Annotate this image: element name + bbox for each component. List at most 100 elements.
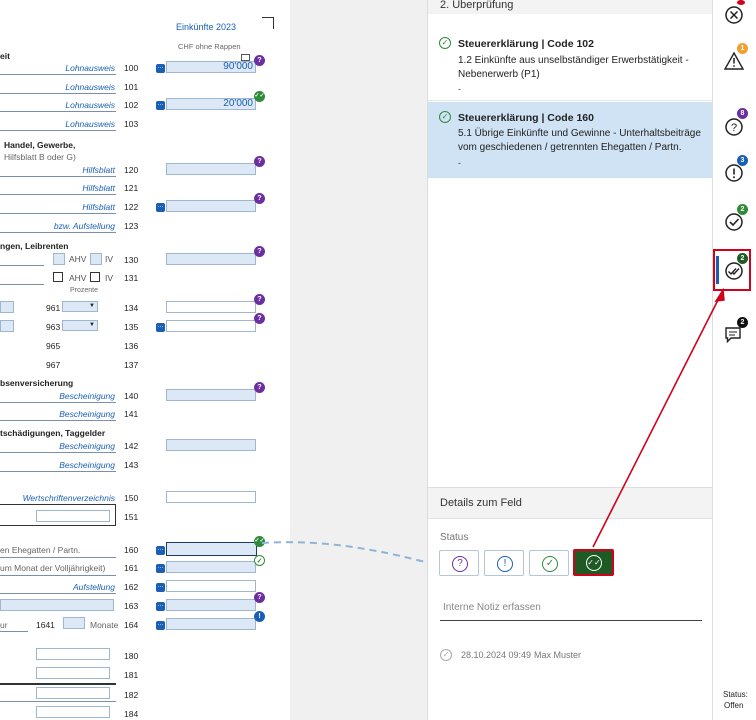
detail-icon-160[interactable]: … (156, 546, 165, 555)
detail-icon-100[interactable]: … (156, 64, 165, 73)
double-check-filter-icon[interactable] (724, 261, 744, 281)
link-bescheinigung-142[interactable]: Bescheinigung (59, 441, 115, 451)
link-hilfsblatt-121[interactable]: Hilfsblatt (82, 183, 115, 193)
dropdown-963[interactable]: ▼ (62, 320, 98, 331)
double-check-icon-102[interactable]: ✓✓ (254, 91, 265, 102)
detail-icon-161[interactable]: … (156, 564, 165, 573)
review-card-102[interactable]: ✓ Steuererklärung | Code 102 1.2 Einkünf… (428, 28, 713, 100)
code-100: 100 (124, 63, 139, 73)
checkbox-iv-131[interactable] (90, 272, 100, 282)
dropdown-961[interactable]: ▼ (62, 301, 98, 312)
link-aufstellung-162[interactable]: Aufstellung (72, 582, 115, 592)
warning-icon[interactable] (723, 51, 745, 71)
months-field-164[interactable] (63, 617, 85, 629)
link-hilfsblatt-120[interactable]: Hilfsblatt (82, 165, 115, 175)
link-wertschriften-150[interactable]: Wertschriftenverzeichnis (22, 493, 115, 503)
code-135: 135 (124, 322, 139, 332)
checkbox-ahv-131[interactable] (53, 272, 63, 282)
field-135[interactable] (166, 320, 256, 332)
status-question-button[interactable]: ? (439, 550, 479, 576)
field-102[interactable]: 20'000 (166, 98, 256, 110)
question-icon-134[interactable]: ? (254, 294, 265, 305)
question-icon-100[interactable]: ? (254, 55, 265, 66)
review-section-title: 2. Überprüfung (428, 0, 713, 14)
link-lohnausweis-101[interactable]: Lohnausweis (65, 82, 115, 92)
comments-icon[interactable] (724, 325, 744, 345)
code-140: 140 (124, 391, 139, 401)
detail-icon-102[interactable]: … (156, 101, 165, 110)
note-input[interactable]: Interne Notiz erfassen (443, 602, 541, 613)
question-icon-130[interactable]: ? (254, 246, 265, 257)
field-left-182[interactable] (36, 687, 110, 699)
close-badge (737, 0, 745, 5)
section-self-employment: Handel, Gewerbe, (4, 140, 76, 150)
field-inner-151[interactable] (36, 510, 110, 522)
link-bescheinigung-141[interactable]: Bescheinigung (59, 409, 115, 419)
field-left-134[interactable] (0, 301, 14, 313)
code-163: 163 (124, 601, 139, 611)
link-lohnausweis-102[interactable]: Lohnausweis (65, 100, 115, 110)
code-150: 150 (124, 493, 139, 503)
card-title-102: Steuererklärung | Code 102 (458, 38, 594, 50)
check-filter-icon[interactable] (724, 212, 744, 232)
field-160[interactable] (166, 542, 257, 556)
question-icon-120[interactable]: ? (254, 156, 265, 167)
question-icon-140[interactable]: ? (254, 382, 265, 393)
check-icon-161[interactable]: ✓ (254, 555, 265, 566)
field-163[interactable] (166, 599, 256, 611)
link-aufstellung-123[interactable]: bzw. Aufstellung (53, 221, 115, 231)
link-bescheinigung-140[interactable]: Bescheinigung (59, 391, 115, 401)
exclamation-icon-164[interactable]: ! (254, 611, 265, 622)
question-icon-163[interactable]: ? (254, 592, 265, 603)
field-134[interactable] (166, 301, 256, 313)
field-130[interactable] (166, 253, 256, 265)
link-hilfsblatt-122[interactable]: Hilfsblatt (82, 202, 115, 212)
field-142[interactable] (166, 439, 256, 451)
detail-icon-162[interactable]: … (156, 583, 165, 592)
field-122[interactable] (166, 200, 256, 212)
field-left-135[interactable] (0, 320, 14, 332)
field-161[interactable] (166, 561, 256, 573)
code-143: 143 (124, 460, 139, 470)
iv-box-130[interactable] (90, 253, 102, 265)
detail-icon-163[interactable]: … (156, 602, 165, 611)
exclamation-icon: ! (497, 556, 513, 572)
field-left-163[interactable] (0, 599, 114, 611)
field-120[interactable] (166, 163, 256, 175)
card-dash-160: - (458, 158, 461, 168)
field-left-184[interactable] (36, 706, 110, 718)
field-150[interactable] (166, 491, 256, 503)
status-double-check-button[interactable]: ✓✓ (573, 549, 614, 576)
exclamation-filter-icon[interactable] (724, 163, 744, 183)
double-check-icon-160[interactable]: ✓✓ (254, 536, 265, 547)
review-pane: 2. Überprüfung ✓ Steuererklärung | Code … (427, 0, 713, 720)
link-lohnausweis-103[interactable]: Lohnausweis (65, 119, 115, 129)
corner-mark (262, 17, 274, 29)
ahv-box-130[interactable] (53, 253, 65, 265)
question-filter-icon[interactable]: ? (724, 117, 744, 137)
review-card-160[interactable]: ✓ Steuererklärung | Code 160 5.1 Übrige … (428, 102, 713, 178)
code-961: 961 (46, 303, 61, 313)
detail-icon-135[interactable]: … (156, 323, 165, 332)
field-162[interactable] (166, 580, 256, 592)
link-bescheinigung-143[interactable]: Bescheinigung (59, 460, 115, 470)
detail-icon-164[interactable]: … (156, 621, 165, 630)
label-ahv-130: AHV (69, 254, 87, 264)
detail-icon-122[interactable]: … (156, 203, 165, 212)
question-icon-135[interactable]: ? (254, 313, 265, 324)
comment-icon-100[interactable] (241, 54, 250, 61)
field-left-180[interactable] (36, 648, 110, 660)
question-icon-122[interactable]: ? (254, 193, 265, 204)
field-164[interactable] (166, 618, 256, 630)
code-181: 181 (124, 670, 139, 680)
details-title: Details zum Feld (428, 487, 713, 519)
field-100[interactable]: 90'000 (166, 61, 256, 73)
status-exclamation-button[interactable]: ! (484, 550, 524, 576)
field-140[interactable] (166, 389, 256, 401)
field-left-181[interactable] (36, 667, 110, 679)
close-icon[interactable] (724, 5, 744, 25)
code-120: 120 (124, 165, 139, 175)
label-iv-130: IV (105, 254, 114, 264)
status-check-button[interactable]: ✓ (529, 550, 569, 576)
link-lohnausweis-100[interactable]: Lohnausweis (65, 63, 115, 73)
